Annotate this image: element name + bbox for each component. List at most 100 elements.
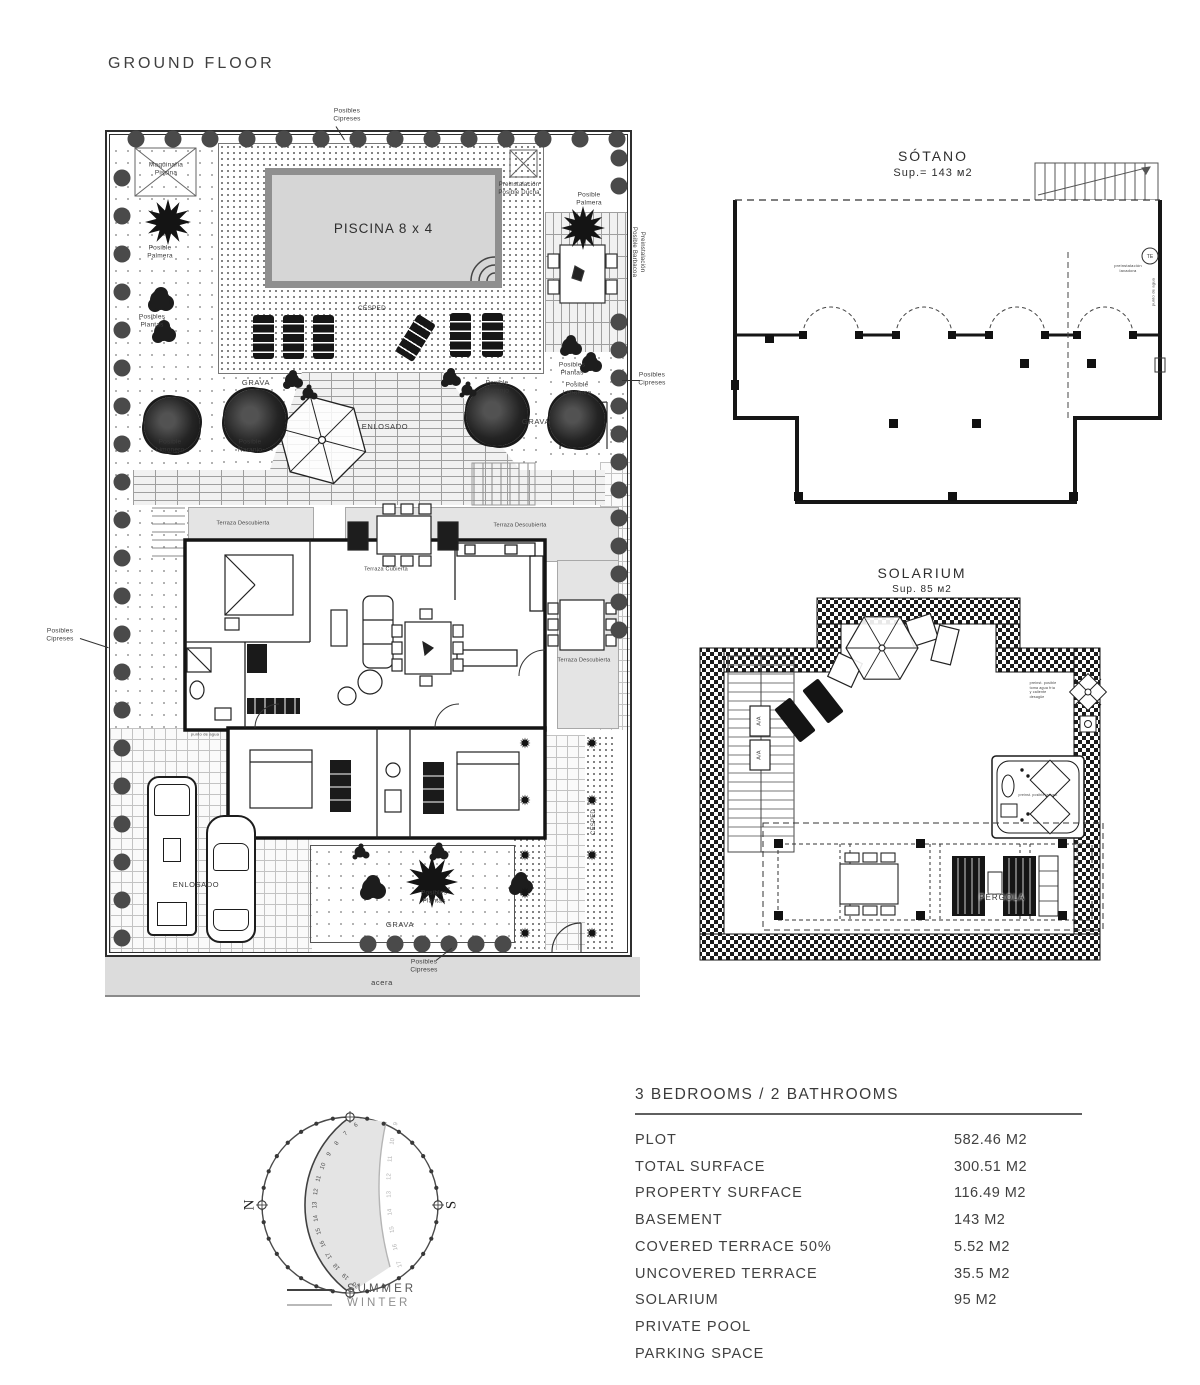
label-enlosado-garage: ENLOSADO: [172, 880, 220, 890]
cypress-tree: [238, 130, 256, 148]
hour-tick: [266, 1169, 271, 1174]
sun-hour-winter: 13: [386, 1190, 392, 1197]
flower-plant: [519, 849, 531, 861]
sun-hour-summer: 20: [351, 1280, 360, 1289]
sun-hour-winter: 16: [392, 1242, 399, 1250]
spec-row-value: 143 M2: [954, 1212, 1006, 1229]
cypress-tree: [610, 593, 628, 611]
cypress-tree: [113, 815, 131, 833]
spec-row-label: BASEMENT: [635, 1212, 723, 1229]
swimming-pool: PISCINA 8 x 4: [265, 168, 502, 288]
cypress-tree: [113, 321, 131, 339]
hour-tick: [330, 1116, 335, 1121]
cypress-tree: [113, 549, 131, 567]
spec-row-value: 35.5 M2: [954, 1265, 1010, 1282]
spec-row-label: PROPERTY SURFACE: [635, 1185, 803, 1202]
cypress-tree: [610, 537, 628, 555]
spec-row-label: PLOT: [635, 1132, 677, 1148]
cypress-tree: [608, 130, 626, 148]
garden-bush: [354, 846, 366, 858]
camper-van: [147, 776, 197, 936]
cypress-tree: [386, 935, 404, 953]
winter-legend-label: WINTER: [347, 1297, 411, 1309]
summer-arc: [304, 1116, 351, 1294]
sun-hour-winter: 14: [387, 1208, 394, 1216]
cypress-tree: [610, 369, 628, 387]
garden-bush: [511, 875, 529, 893]
sun-hour-winter: 11: [387, 1155, 394, 1162]
garden-tree: [144, 397, 200, 453]
sun-lounger: [482, 313, 503, 357]
garden-tree: [549, 392, 605, 448]
house-linework: [134, 147, 618, 953]
label-palmera-left: Posible Palmera: [147, 244, 173, 260]
garden-bush: [582, 355, 598, 371]
cypress-tree: [610, 397, 628, 415]
cypress-tree: [460, 130, 478, 148]
cypress-tree: [164, 130, 182, 148]
flower-plant: [586, 849, 598, 861]
label-naranjo-right: Posible Naranjo: [484, 379, 510, 395]
hour-tick: [261, 1220, 266, 1225]
cypress-tree: [497, 130, 515, 148]
spec-row-label: PARKING SPACE: [635, 1345, 765, 1362]
cypress-tree: [610, 313, 628, 331]
sun-hour-summer: 19: [341, 1271, 350, 1280]
cypress-tree: [494, 935, 512, 953]
cypress-tree: [113, 283, 131, 301]
flower-plant: [519, 927, 531, 939]
cypress-tree: [534, 130, 552, 148]
label-palmera-right: Posible Palmera: [576, 191, 602, 207]
cypress-tree: [113, 473, 131, 491]
hour-tick: [365, 1116, 370, 1121]
garden-bush: [285, 373, 299, 387]
label-limonero-left: Posible Limonero: [155, 438, 185, 454]
hour-tick: [410, 1140, 415, 1145]
cypress-tree: [275, 130, 293, 148]
summer-legend-line: [287, 1289, 332, 1291]
hour-tick: [434, 1220, 439, 1225]
hour-tick: [381, 1121, 386, 1126]
hour-tick: [285, 1265, 290, 1270]
hour-tick: [410, 1265, 415, 1270]
label-plantas-right: Posibles Plantas: [558, 361, 586, 377]
label-grava-bottom: GRAVA: [385, 920, 415, 930]
sun-hour-summer: 13: [313, 1201, 319, 1208]
flower-plant: [519, 887, 531, 899]
hour-tick: [421, 1154, 426, 1159]
label-cipreses-right: Posibles Cipreses: [638, 371, 666, 387]
car-rear: [213, 909, 249, 931]
cypress-tree: [610, 425, 628, 443]
label-enlosado: ENLOSADO: [361, 422, 409, 432]
cypress-tree: [113, 853, 131, 871]
sun-lounger: [253, 315, 274, 359]
solarium-title: SOLARIUM: [877, 565, 967, 581]
hour-tick: [274, 1154, 279, 1159]
cypress-tree: [113, 739, 131, 757]
sun-hour-winter: 9: [393, 1121, 400, 1126]
page-title: GROUND FLOOR: [108, 55, 275, 72]
camper-detail: [163, 838, 181, 862]
label-cipreses-bottom: Posibles Cipreses: [410, 958, 438, 974]
garden-bush: [302, 387, 314, 399]
cypress-tree: [113, 663, 131, 681]
cypress-tree: [113, 701, 131, 719]
leader-line: [622, 380, 640, 381]
spec-row: PRIVATE POOL: [635, 1314, 1082, 1341]
summer-legend-label: SUMMER: [347, 1283, 417, 1295]
flower-plant: [586, 737, 598, 749]
cypress-tree: [610, 341, 628, 359]
camper-rear: [157, 902, 187, 926]
spec-row: PARKING SPACE: [635, 1341, 1082, 1368]
label-maquinaria: Maquinaria Piscina: [148, 161, 184, 177]
label-jacuzzi: preinst. posible jacuzzi: [1018, 792, 1058, 797]
car: [206, 815, 256, 943]
cypress-tree: [113, 169, 131, 187]
cypress-tree: [113, 891, 131, 909]
spec-row: COVERED TERRACE 50%5.52 M2: [635, 1234, 1082, 1261]
garden-bush: [431, 845, 445, 859]
